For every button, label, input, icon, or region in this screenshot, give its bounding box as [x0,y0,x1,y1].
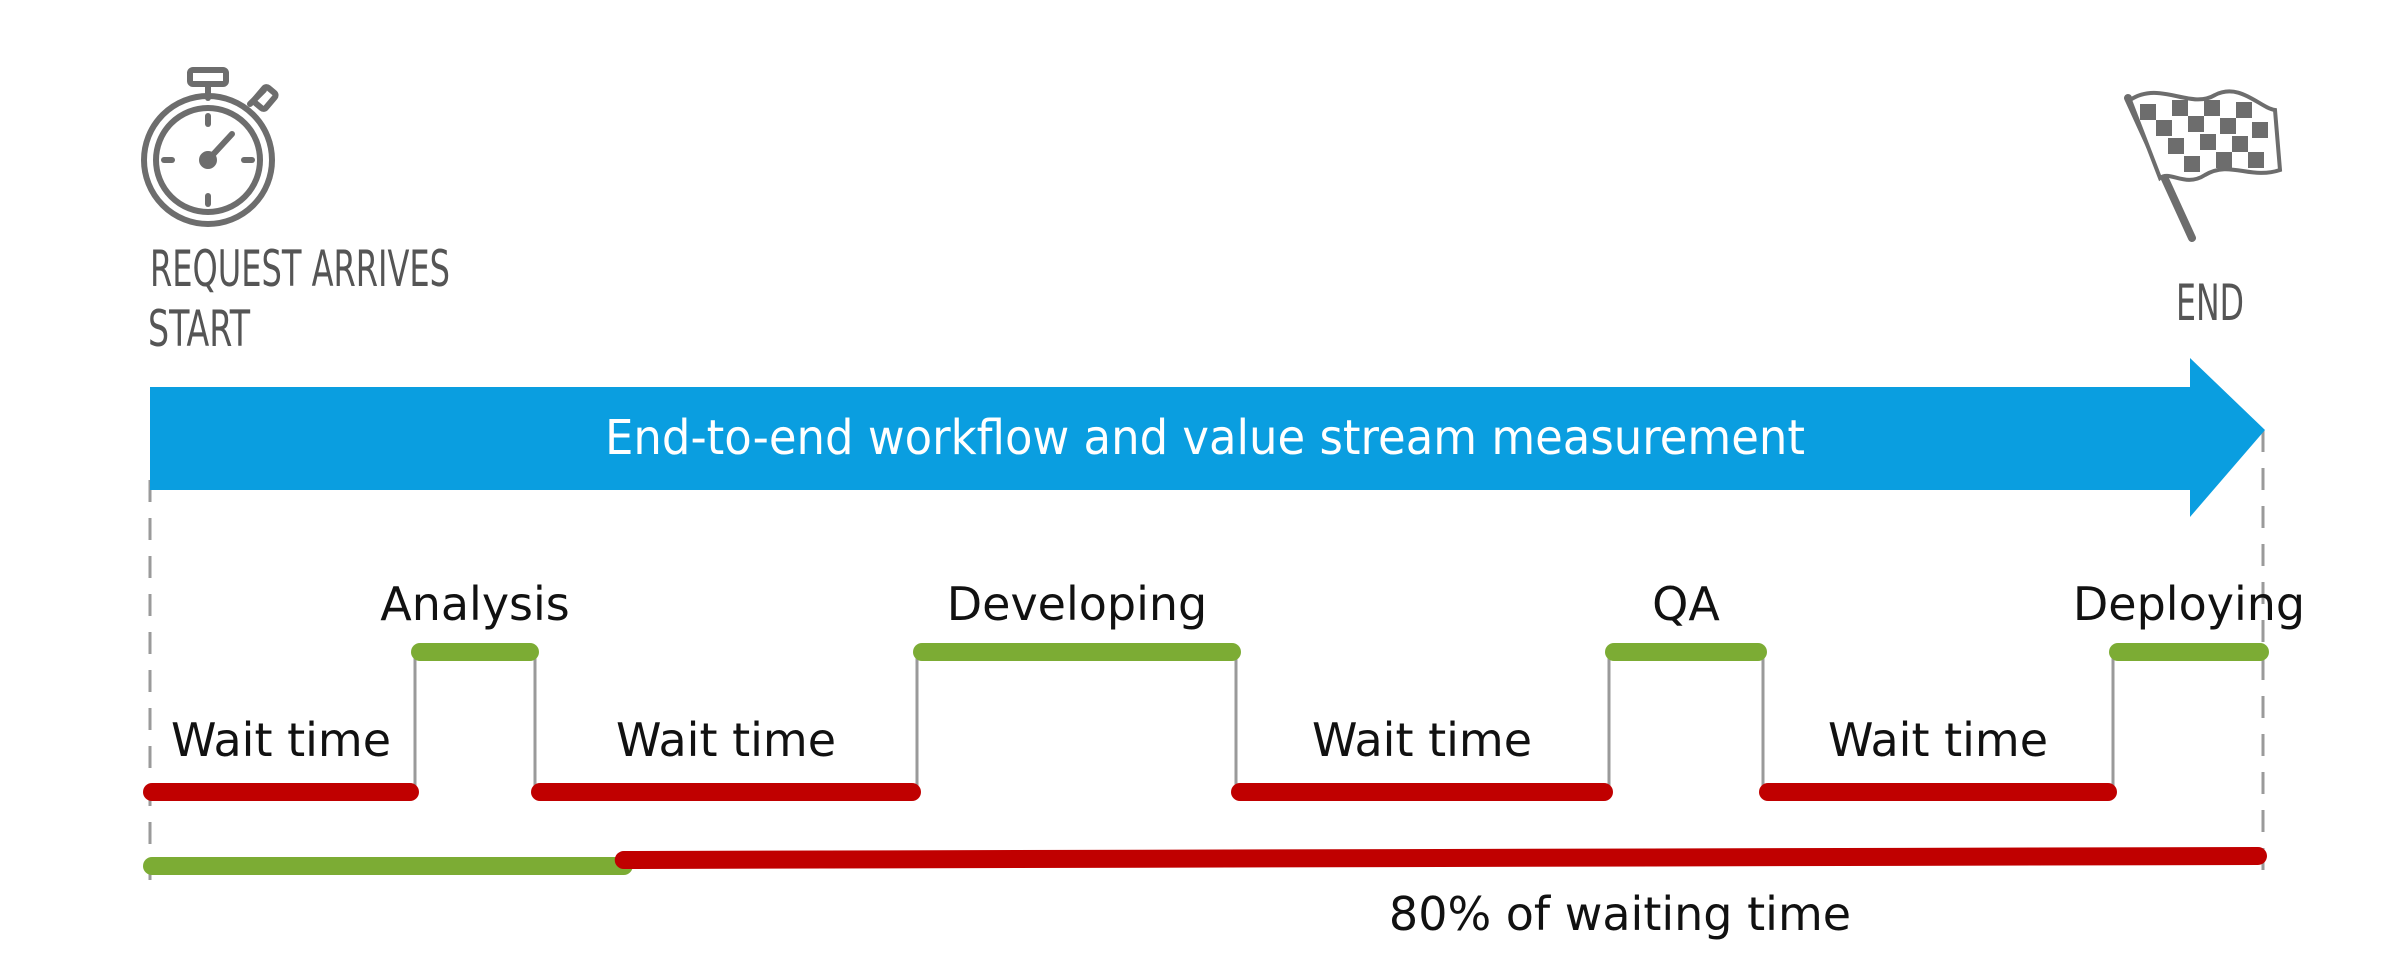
start-line1: REQUEST ARRIVES [150,240,450,298]
banner-text: End-to-end workflow and value stream mea… [605,410,1805,466]
stopwatch-icon [141,67,279,227]
end-label: END [2176,274,2244,332]
stage-segments [143,643,2269,801]
summary-waiting-portion [614,847,2267,869]
checkered-flag-icon [2124,89,2283,242]
work-stage-label: Analysis [380,577,570,631]
stage-connectors [413,652,2115,792]
summary-bar [143,847,2267,875]
work-stage-label: QA [1652,577,1720,631]
work-stage-label: Deploying [2073,577,2305,631]
wait-stage-label: Wait time [1828,713,2048,767]
wait-stage-label: Wait time [1312,713,1532,767]
work-stage-label: Developing [947,577,1208,631]
workflow-arrow-banner [150,358,2265,517]
start-line2: START [148,300,250,358]
wait-stage-label: Wait time [616,713,836,767]
wait-stage-label: Wait time [171,713,391,767]
summary-label: 80% of waiting time [1389,887,1851,941]
